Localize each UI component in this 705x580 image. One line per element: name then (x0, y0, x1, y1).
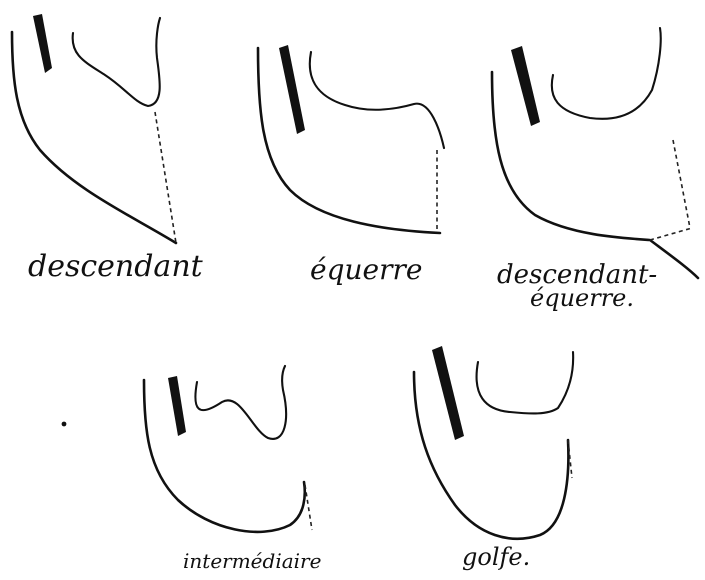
figure-descendant-equerre (492, 28, 698, 278)
figure-intermediaire (62, 366, 312, 532)
intermediaire-ear-outline (195, 366, 286, 439)
descendant-equerre-dashed-horizontal (650, 228, 692, 240)
descendant-equerre-tooth-mark (511, 46, 540, 126)
figure-golfe (414, 346, 573, 539)
golfe-ear-outline (477, 352, 574, 413)
descendant-dashed-line (155, 112, 176, 243)
golfe-tooth-mark (432, 346, 464, 440)
descendant-jaw-outline (12, 32, 176, 243)
caption-descendant: descendant (28, 252, 203, 282)
descendant-ear-outline (73, 18, 160, 106)
descendant-equerre-ear-outline (552, 28, 661, 119)
stray-dot (62, 422, 67, 427)
equerre-tooth-mark (279, 45, 305, 134)
caption-equerre: équerre (310, 256, 422, 284)
figure-descendant (12, 14, 176, 243)
descendant-equerre-jaw-outline (492, 72, 698, 278)
equerre-ear-outline (310, 52, 444, 148)
caption-intermediaire: intermédiaire (183, 551, 321, 571)
intermediaire-jaw-outline (144, 380, 305, 532)
caption-descendant-equerre-line2: équerre. (530, 286, 634, 310)
golfe-jaw-outline (414, 372, 568, 539)
caption-golfe: golfe. (462, 545, 530, 569)
descendant-equerre-dashed-vertical (673, 140, 690, 228)
descendant-tooth-mark (33, 14, 52, 73)
figure-equerre (258, 45, 444, 233)
intermediaire-tooth-mark (168, 376, 186, 436)
